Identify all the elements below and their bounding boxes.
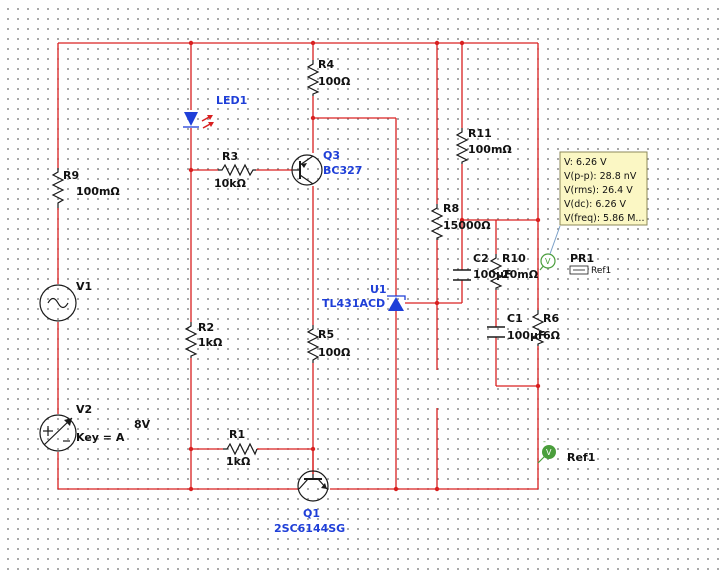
resistor-r2[interactable]: R2 1kΩ — [184, 321, 223, 358]
voltage-probe-pr1-ref-label: Ref1 — [591, 266, 611, 276]
resistor-r1-value: 1kΩ — [226, 455, 251, 468]
junctions — [188, 40, 541, 492]
resistor-r3[interactable]: R3 10kΩ — [214, 150, 256, 190]
transistor-q3[interactable]: Q3 BC327 — [291, 149, 362, 186]
readout-vfreq: V(freq): 5.86 M... — [564, 213, 644, 224]
ac-source-v1-symbol — [39, 284, 77, 322]
dc-source-v2-key: Key = A — [76, 431, 125, 444]
resistor-r10-symbol — [489, 254, 503, 290]
resistor-r2-value: 1kΩ — [198, 336, 223, 349]
dc-source-v2-ref: V2 — [76, 403, 92, 416]
resistor-r6-ref: R6 — [543, 312, 559, 325]
resistor-r10-value: 20mΩ — [502, 268, 539, 281]
svg-text:V: V — [545, 257, 551, 266]
resistor-r6-value: 6Ω — [543, 329, 561, 342]
transistor-q3-symbol — [291, 154, 323, 186]
resistor-r8-ref: R8 — [443, 202, 459, 215]
svg-text:V: V — [546, 448, 552, 457]
resistor-r8[interactable]: R8 15000Ω — [430, 202, 491, 240]
resistor-r11[interactable]: R11 100mΩ — [455, 127, 512, 164]
transistor-q1-symbol — [297, 470, 329, 502]
resistor-r1[interactable]: R1 1kΩ — [223, 428, 258, 468]
voltage-probe-ref1-ref: Ref1 — [567, 451, 595, 464]
transistor-q1[interactable]: Q1 2SC6144SG — [274, 470, 345, 535]
transistor-q3-value: BC327 — [323, 164, 362, 177]
resistor-r4-ref: R4 — [318, 58, 334, 71]
voltage-probe-ref1[interactable]: V - Ref1 — [537, 437, 595, 464]
readout-voltage: V: 6.26 V — [564, 157, 607, 168]
resistor-r9-ref: R9 — [63, 169, 79, 182]
resistor-r4-symbol — [306, 60, 320, 96]
capacitor-c2[interactable]: C2 100μF — [453, 252, 512, 281]
dc-source-v2-symbol — [39, 414, 77, 452]
resistor-r3-symbol — [218, 163, 256, 177]
regulator-u1[interactable]: U1 TL431ACD — [322, 283, 406, 311]
resistor-r4[interactable]: R4 100Ω — [306, 58, 351, 96]
resistor-r11-value: 100mΩ — [468, 143, 512, 156]
resistor-r9[interactable]: R9 100mΩ — [51, 168, 120, 208]
resistor-r2-symbol — [184, 322, 198, 358]
transistor-q3-ref: Q3 — [323, 149, 340, 162]
readout-vpp: V(p-p): 28.8 nV — [564, 171, 637, 182]
resistor-r5-value: 100Ω — [318, 346, 351, 359]
resistor-r5-symbol — [306, 325, 320, 363]
probe-readout-tooltip: V: 6.26 V V(p-p): 28.8 nV V(rms): 26.4 V… — [559, 151, 648, 226]
resistor-r1-ref: R1 — [229, 428, 245, 441]
resistor-r6-symbol — [531, 310, 545, 346]
transistor-q1-value: 2SC6144SG — [274, 522, 345, 535]
wires — [57, 42, 539, 490]
ac-source-v1-ref: V1 — [76, 280, 92, 293]
resistor-r3-ref: R3 — [222, 150, 238, 163]
capacitor-c2-ref: C2 — [473, 252, 489, 265]
resistor-r11-ref: R11 — [468, 127, 492, 140]
resistor-r5[interactable]: R5 100Ω — [306, 325, 351, 363]
resistor-r9-value: 100mΩ — [76, 185, 120, 198]
resistor-r8-value: 15000Ω — [443, 219, 491, 232]
resistor-r5-ref: R5 — [318, 328, 334, 341]
voltage-probe-pr1-ref: PR1 — [570, 252, 594, 265]
resistor-r11-symbol — [455, 128, 469, 164]
shunt-regulator-icon — [388, 297, 404, 311]
led-icon — [184, 112, 198, 126]
resistor-r1-symbol — [223, 442, 258, 456]
transistor-q1-ref: Q1 — [303, 507, 320, 520]
regulator-u1-value: TL431ACD — [322, 297, 385, 310]
probe-icon — [542, 445, 556, 459]
led-led1[interactable]: LED1 — [183, 94, 247, 129]
ac-source-v1[interactable]: V1 — [39, 280, 92, 322]
dc-source-v2-value: 8V — [134, 418, 151, 431]
svg-text:-: - — [543, 437, 546, 446]
capacitor-c2-value: 100μF — [473, 268, 512, 281]
capacitor-c1-ref: C1 — [507, 312, 523, 325]
resistor-r10-ref: R10 — [502, 252, 526, 265]
resistor-r9-symbol — [51, 168, 65, 208]
dc-source-v2[interactable]: V2 Key = A 8V — [39, 403, 151, 452]
regulator-u1-ref: U1 — [370, 283, 387, 296]
resistor-r6[interactable]: R6 6Ω — [531, 310, 561, 346]
readout-vrms: V(rms): 26.4 V — [564, 185, 633, 196]
sine-wave-icon — [47, 297, 69, 309]
resistor-r3-value: 10kΩ — [214, 177, 247, 190]
led-led1-ref: LED1 — [216, 94, 247, 107]
voltage-probe-pr1[interactable]: V PR1 Ref1 — [539, 225, 611, 276]
resistor-r4-value: 100Ω — [318, 75, 351, 88]
readout-vdc: V(dc): 6.26 V — [564, 199, 627, 210]
resistor-r8-symbol — [430, 204, 444, 240]
resistor-r10[interactable]: R10 20mΩ — [489, 252, 539, 290]
resistor-r2-ref: R2 — [198, 321, 214, 334]
probe-icon — [540, 253, 556, 269]
